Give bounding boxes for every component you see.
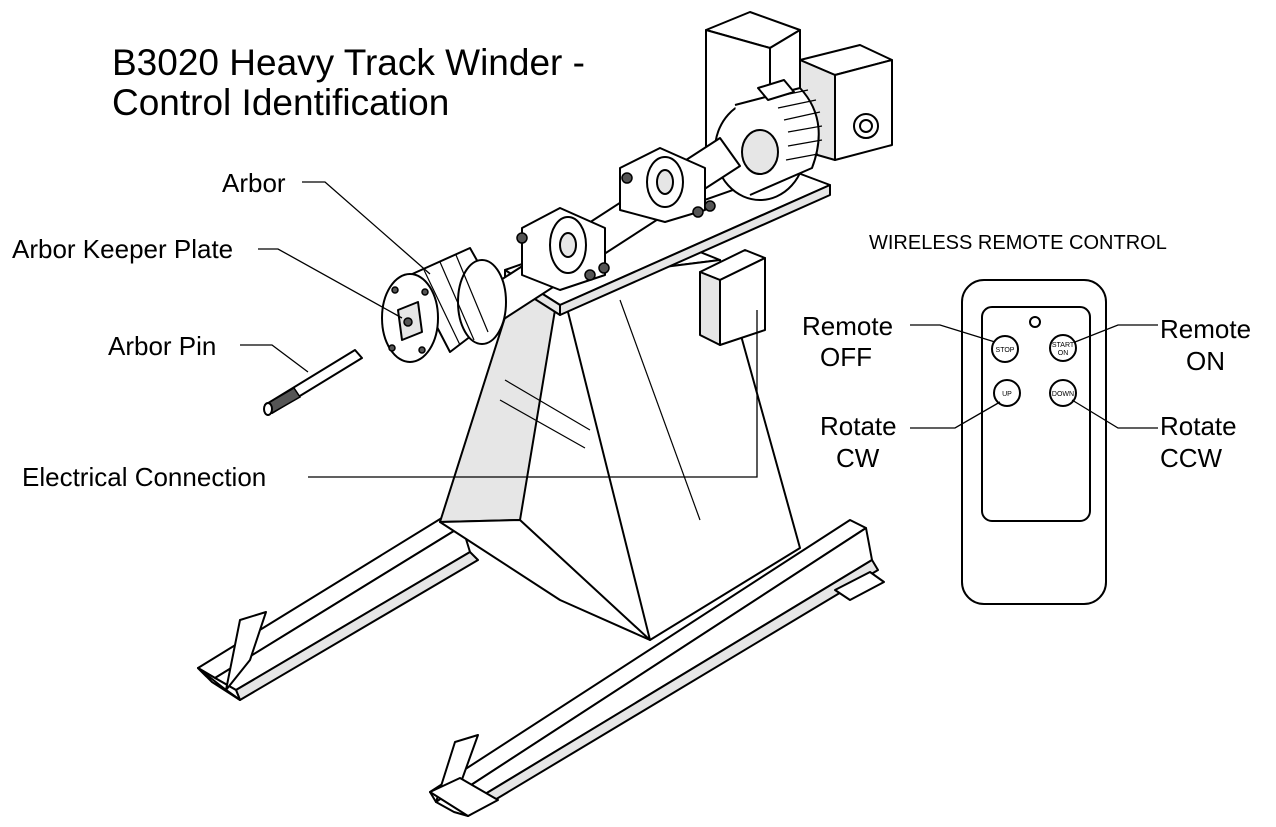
- label-remote-off-1: Remote: [802, 311, 893, 341]
- winder-machine: [197, 11, 893, 817]
- bearing-rear: [619, 147, 716, 223]
- motor-gearbox: [705, 11, 893, 201]
- label-remote-off-2: OFF: [820, 342, 872, 372]
- label-electrical-connection: Electrical Connection: [22, 462, 266, 492]
- remote-led-icon: [1029, 316, 1041, 328]
- start-button-label-2: ON: [1058, 350, 1069, 357]
- label-arbor-keeper-plate: Arbor Keeper Plate: [12, 234, 233, 264]
- label-rotate-ccw-1: Rotate: [1160, 411, 1237, 441]
- start-button-label-1: START: [1052, 342, 1075, 349]
- electrical-box: [699, 249, 766, 346]
- down-button-label: DOWN: [1052, 391, 1074, 398]
- diagram-title: B3020 Heavy Track Winder - Control Ident…: [112, 42, 585, 123]
- label-rotate-cw-2: CW: [836, 443, 880, 473]
- wireless-remote: WIRELESS REMOTE CONTROL STOP START ON UP…: [802, 232, 1251, 605]
- base-rail-rear: [197, 515, 479, 701]
- start-on-button[interactable]: START ON: [1049, 334, 1077, 362]
- up-button[interactable]: UP: [993, 379, 1021, 407]
- label-rotate-cw-1: Rotate: [820, 411, 897, 441]
- stop-button-label: STOP: [996, 347, 1015, 354]
- remote-heading: WIRELESS REMOTE CONTROL: [869, 232, 1167, 254]
- up-button-label: UP: [1002, 391, 1012, 398]
- label-remote-on-2: ON: [1186, 346, 1225, 376]
- title-line-1: B3020 Heavy Track Winder -: [112, 42, 585, 83]
- title-line-2: Control Identification: [112, 82, 449, 123]
- label-rotate-ccw-2: CCW: [1160, 443, 1223, 473]
- stop-button[interactable]: STOP: [991, 335, 1019, 363]
- arbor-pin: [263, 349, 363, 416]
- label-arbor: Arbor: [222, 168, 286, 198]
- down-button[interactable]: DOWN: [1049, 379, 1077, 407]
- label-remote-on-1: Remote: [1160, 314, 1251, 344]
- bearing-front: [516, 207, 610, 291]
- label-arbor-pin: Arbor Pin: [108, 331, 216, 361]
- base-rail-front: [197, 519, 885, 817]
- arbor-drum: [381, 247, 507, 363]
- machine-callouts: Arbor Arbor Keeper Plate Arbor Pin Elect…: [12, 168, 758, 492]
